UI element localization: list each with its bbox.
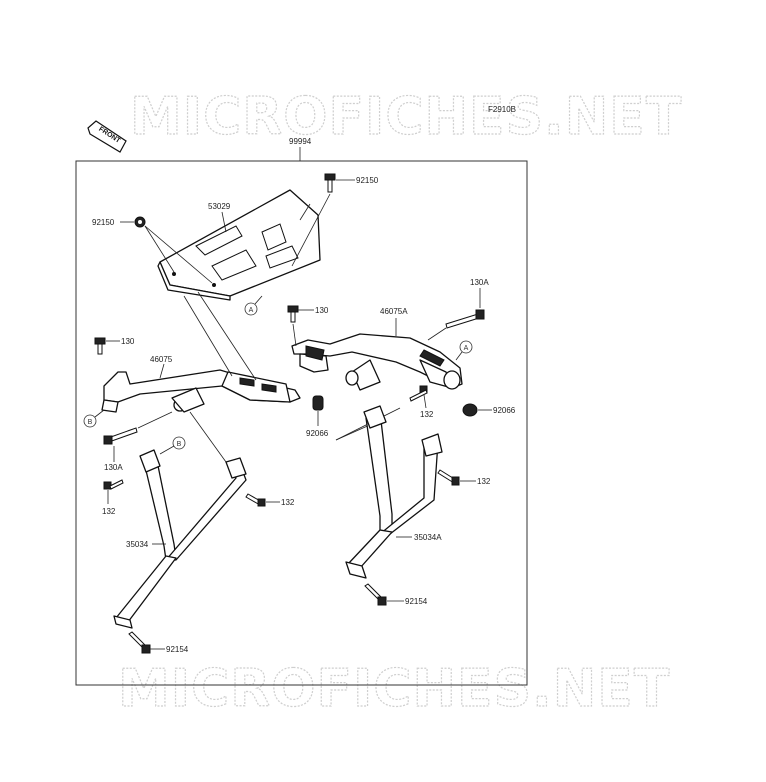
ref-b-low: B [177,441,182,448]
label-92154-right: 92154 [405,597,428,606]
bolt-132-left [103,479,124,490]
bolt-92154-right [364,583,387,606]
label-130-left: 130 [121,337,135,346]
left-stay [113,449,247,629]
bolt-132-right-top [409,385,428,402]
bolt-132-right [437,469,460,486]
bolt-92154-left [128,631,151,654]
label-99994: 99994 [289,137,312,146]
bushing-92066-left [312,395,324,411]
left-side-rail [101,369,301,413]
bolt-92150-top [324,173,336,193]
front-arrow-icon: FRONT [87,120,127,153]
carrier-plate [157,189,321,301]
bolt-132-mid [245,493,266,507]
diagram-code: F2910B [488,105,516,114]
label-130a-left: 130A [104,463,123,472]
label-130-mid: 130 [315,306,329,315]
label-132-right: 132 [477,477,491,486]
bolt-130a-left [103,427,138,445]
ref-a-right: A [464,345,469,352]
label-92066-left: 92066 [306,429,329,438]
assembly-frame [75,160,528,686]
watermark-bottom: MICROFICHES.NET [118,659,670,719]
label-92150-top: 92150 [356,176,379,185]
label-92066-right: 92066 [493,406,516,415]
label-35034a: 35034A [414,533,442,542]
label-92150-left: 92150 [92,218,115,227]
label-35034: 35034 [126,540,149,549]
bolt-130a-right [445,309,485,329]
right-side-rail [291,333,463,391]
ref-a-top: A [249,307,254,314]
bushing-92066-right [462,403,478,417]
bolt-130-mid [287,305,299,323]
label-46075a: 46075A [380,307,408,316]
label-132-left: 132 [102,507,116,516]
label-130a-right: 130A [470,278,489,287]
watermark-top: MICROFICHES.NET [130,87,682,147]
ref-b-left: B [88,419,93,426]
label-132-mid: 132 [281,498,295,507]
bolt-130-left [94,337,106,355]
label-92154-left: 92154 [166,645,189,654]
label-53029: 53029 [208,202,231,211]
label-132-right-top: 132 [420,410,434,419]
nut-92150-left [134,216,146,228]
right-stay [345,405,443,579]
label-46075: 46075 [150,355,173,364]
